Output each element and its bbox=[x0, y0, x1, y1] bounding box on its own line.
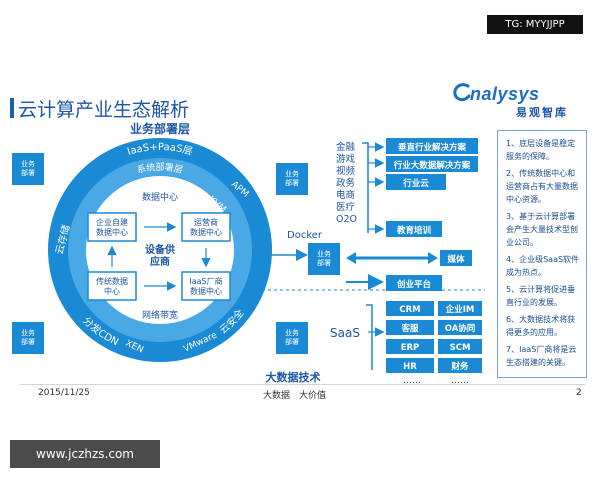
svg-text:业务部署: 业务部署 bbox=[317, 249, 331, 267]
note-item: 6、大数据技术将获得更多的应用。 bbox=[506, 315, 576, 337]
analysys-logo-icon bbox=[452, 82, 472, 108]
box-operator-datacenter: 运营商数据中心 bbox=[181, 212, 231, 242]
saas-item: SCM bbox=[450, 343, 471, 353]
saas-more-dots: …… bbox=[451, 376, 469, 386]
svg-text:企业自建数据中心: 企业自建数据中心 bbox=[96, 217, 128, 237]
svg-text:传统数据中心: 传统数据中心 bbox=[96, 276, 128, 296]
svg-text:行业大数据解决方案: 行业大数据解决方案 bbox=[393, 160, 471, 171]
box-industry-cloud: 行业云 bbox=[386, 174, 446, 190]
label-saas: SaaS bbox=[330, 326, 360, 340]
vertical-item: 金融 bbox=[336, 141, 356, 153]
box-bigdata-solution: 行业大数据解决方案 bbox=[386, 156, 478, 172]
footer-tagline: 大数据 大价值 bbox=[263, 391, 327, 401]
vertical-item: O2O bbox=[336, 214, 357, 225]
label-bigdata: 大数据技术 bbox=[266, 370, 321, 384]
saas-more-dots: …… bbox=[403, 376, 421, 386]
deploy-box-top-left: 业务部署 bbox=[12, 153, 44, 185]
logo-chinese: 易观智库 bbox=[516, 106, 568, 119]
saas-item: 企业IM bbox=[445, 304, 475, 315]
box-iaas-datacenter: IaaS厂商数据中心 bbox=[181, 271, 231, 301]
saas-item: 客服 bbox=[400, 323, 419, 334]
saas-item: ERP bbox=[401, 343, 420, 353]
note-item: 5、云计算将促进垂直行业的发展。 bbox=[506, 285, 576, 307]
site-watermark: www.jczhzs.com bbox=[10, 440, 160, 468]
svg-text:教育培训: 教育培训 bbox=[396, 225, 432, 236]
ring-label-system-deploy: 系统部署层 bbox=[136, 161, 184, 176]
vertical-item: 医疗 bbox=[336, 201, 356, 213]
svg-text:垂直行业解决方案: 垂直行业解决方案 bbox=[398, 142, 467, 153]
label-network: 网络带宽 bbox=[142, 309, 178, 321]
footer-page-number: 2 bbox=[576, 388, 582, 398]
box-education: 教育培训 bbox=[386, 221, 442, 237]
vertical-item: 电商 bbox=[336, 189, 355, 201]
box-media: 媒体 bbox=[440, 250, 472, 266]
box-startup: 创业平台 bbox=[386, 275, 442, 291]
saas-grid: CRM 企业IM 客服 OA协同 ERP SCM HR 财务 bbox=[386, 301, 482, 373]
deploy-box-bottom-left: 业务部署 bbox=[12, 322, 44, 354]
box-enterprise-datacenter: 企业自建数据中心 bbox=[87, 212, 137, 242]
notes-panel: 1、底层设备是稳定服务的保障。 2、传统数据中心和运营商占有大量数据中心资源。 … bbox=[497, 130, 587, 378]
label-supplier: 设备供应商 bbox=[145, 243, 175, 268]
label-docker: Docker bbox=[287, 230, 323, 241]
svg-text:业务部署: 业务部署 bbox=[285, 169, 299, 187]
ring-label-iaas-paas: IaaS+PaaS层 bbox=[126, 142, 194, 158]
note-item: 1、底层设备是稳定服务的保障。 bbox=[506, 139, 576, 161]
logo-wordmark: nalysys bbox=[470, 84, 540, 104]
footer-divider bbox=[20, 384, 585, 385]
note-item: 4、企业级SaaS软件成为热点。 bbox=[506, 255, 580, 277]
box-vertical-solution: 垂直行业解决方案 bbox=[386, 138, 478, 154]
svg-text:运营商数据中心: 运营商数据中心 bbox=[190, 217, 222, 237]
saas-item: 财务 bbox=[450, 361, 469, 372]
svg-text:行业云: 行业云 bbox=[402, 178, 429, 189]
note-item: 2、传统数据中心和运营商占有大量数据中心资源。 bbox=[506, 169, 578, 204]
svg-text:创业平台: 创业平台 bbox=[396, 279, 432, 290]
saas-item: CRM bbox=[399, 305, 420, 315]
note-item: 3、基于云计算部署会产生大量技术型创业公司。 bbox=[506, 212, 578, 247]
svg-text:IaaS厂商数据中心: IaaS厂商数据中心 bbox=[189, 276, 222, 296]
svg-text:媒体: 媒体 bbox=[446, 254, 465, 265]
box-traditional-datacenter: 传统数据中心 bbox=[87, 271, 137, 301]
svg-text:业务部署: 业务部署 bbox=[21, 159, 35, 177]
svg-text:业务部署: 业务部署 bbox=[285, 328, 299, 346]
vertical-item: 政务 bbox=[336, 177, 356, 189]
vertical-item: 视频 bbox=[336, 165, 356, 177]
vertical-industries-list: 金融 游戏 视频 政务 电商 医疗 O2O bbox=[336, 141, 357, 225]
heading-business-deploy: 业务部署层 bbox=[130, 121, 190, 136]
watermark-badge: TG: MYYJJPP bbox=[487, 15, 583, 34]
deploy-box-top-right: 业务部署 bbox=[276, 163, 308, 195]
vertical-item: 游戏 bbox=[336, 153, 356, 165]
svg-text:业务部署: 业务部署 bbox=[21, 328, 35, 346]
label-datacenter: 数据中心 bbox=[142, 191, 178, 203]
note-item: 7、IaaS厂商将是云生态搭建的关键。 bbox=[506, 345, 577, 367]
saas-item: OA协同 bbox=[445, 323, 476, 334]
deploy-box-right: 业务部署 bbox=[308, 243, 340, 275]
title-accent-bar bbox=[10, 98, 14, 118]
ecosystem-diagram: 业务部署层 IaaS+PaaS层 系统部署层 APM KVM OpenStack… bbox=[12, 121, 485, 386]
saas-item: HR bbox=[403, 362, 417, 372]
footer-date: 2015/11/25 bbox=[38, 388, 90, 398]
page-title: 云计算产业生态解析 bbox=[18, 99, 190, 121]
deploy-box-bottom-right: 业务部署 bbox=[276, 322, 308, 354]
